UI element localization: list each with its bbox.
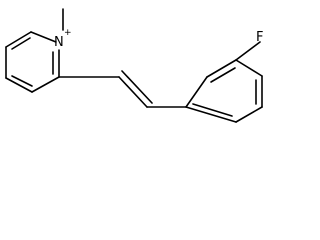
bond-c-f — [235, 41, 261, 61]
fluorophenyl-ring — [185, 59, 263, 123]
bond-c3-c2 — [31, 76, 60, 93]
bond-n-c6 — [30, 31, 57, 43]
vinyl-linker — [58, 70, 187, 108]
bond-c6-c5-inner — [11, 37, 31, 50]
bond-p6-p1 — [185, 106, 237, 123]
fluorine-atom-label: F — [256, 30, 263, 45]
bond-vinyl-double — [118, 76, 148, 108]
bond-c6-c5 — [5, 31, 32, 48]
bond-p5-p6 — [235, 106, 263, 123]
structure-canvas: N + F — [5, 8, 263, 123]
bond-vinyl-double-inner — [121, 70, 153, 104]
nitrogen-atom-label: N — [54, 35, 64, 50]
bond-p1-p2 — [185, 76, 208, 108]
nitrogen-charge-label: + — [64, 28, 72, 38]
bond-p6-p1-inner — [192, 103, 233, 117]
bond-c4-c3 — [5, 77, 33, 93]
molecule-structure: N + F — [5, 8, 263, 123]
bond-c4-c3-inner — [11, 75, 33, 87]
bond-p2-p3 — [206, 59, 237, 78]
bond-p2-p3-inner — [210, 67, 236, 83]
pyridinium-ring — [5, 31, 60, 93]
bond-p3-p4 — [235, 59, 263, 77]
